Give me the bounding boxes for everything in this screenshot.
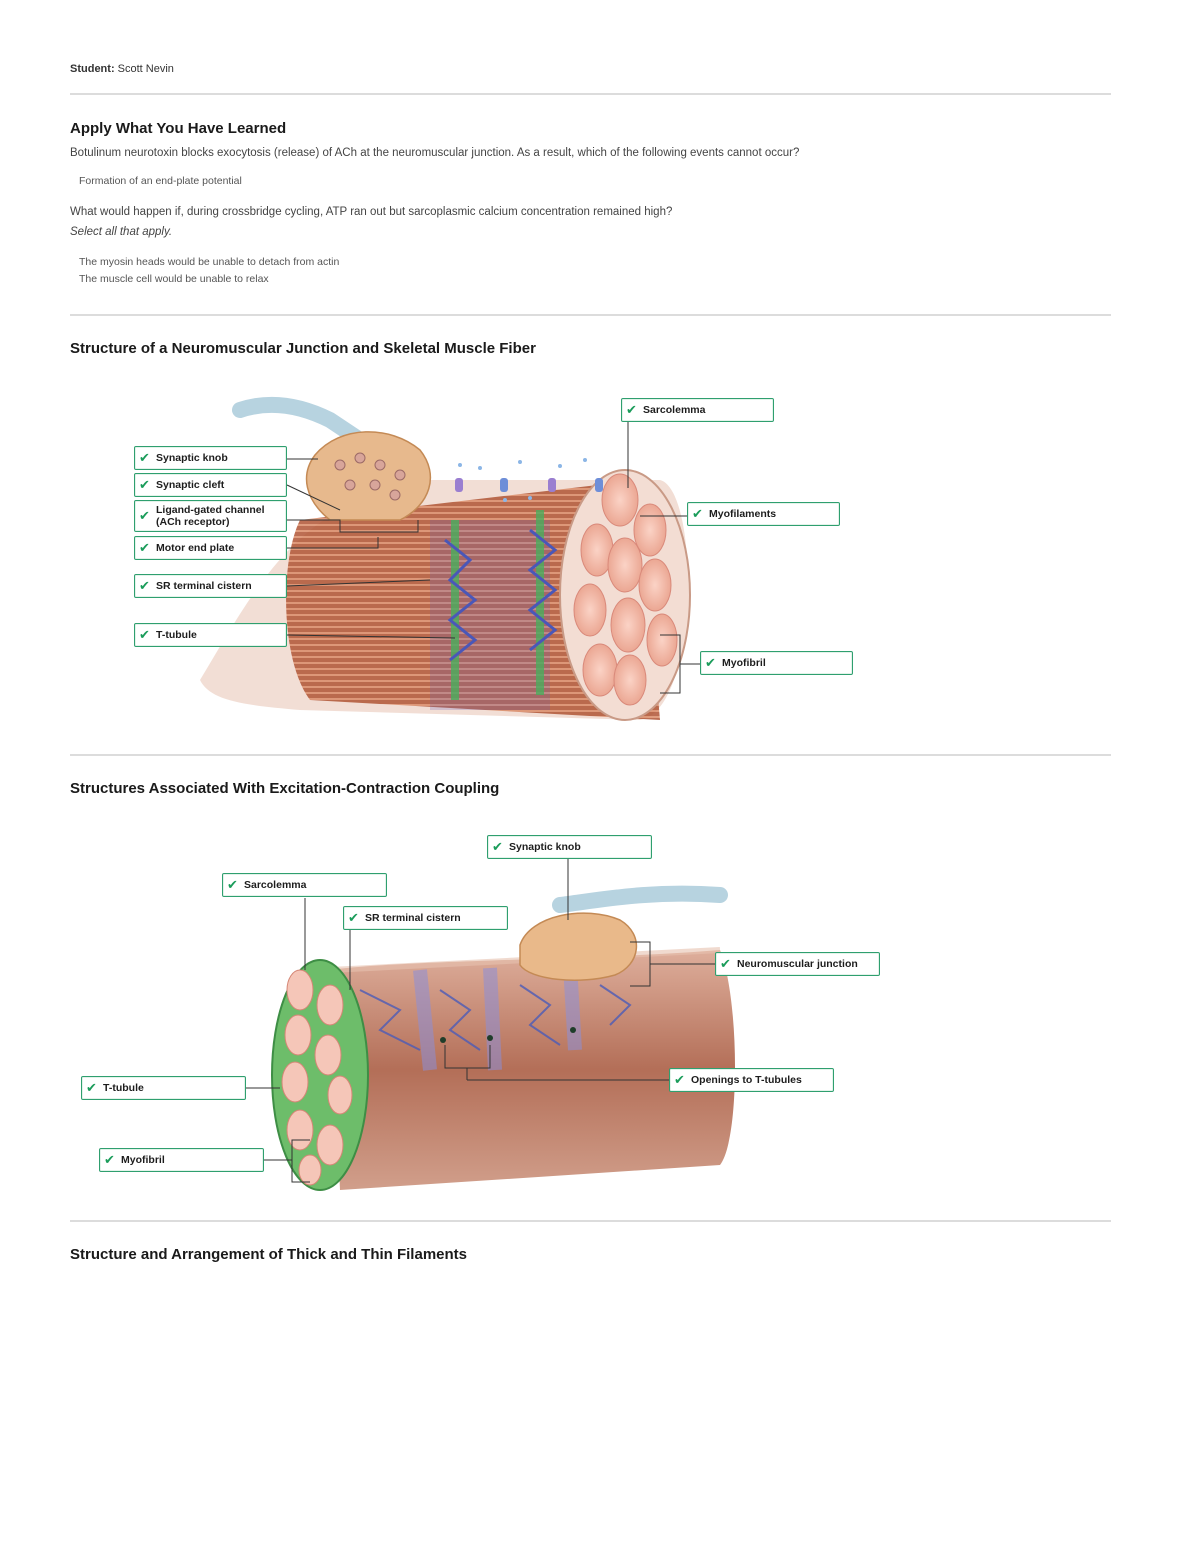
label-text: Synaptic knob (509, 841, 581, 853)
check-icon: ✔ (348, 910, 359, 925)
check-icon: ✔ (139, 450, 150, 465)
label-synaptic-knob-2[interactable]: ✔ Synaptic knob (487, 835, 652, 859)
muscle-fiber-illustration (200, 396, 700, 721)
divider (70, 314, 1111, 316)
label-myofibril-2[interactable]: ✔ Myofibril (99, 1148, 264, 1172)
section-title-nmj-structure: Structure of a Neuromuscular Junction an… (70, 340, 536, 357)
label-text: Neuromuscular junction (737, 958, 858, 970)
label-line-2: (ACh receptor) (156, 516, 230, 528)
label-motor-end-plate[interactable]: ✔ Motor end plate (134, 536, 287, 560)
label-text: Motor end plate (156, 542, 235, 554)
label-text: Sarcolemma (244, 879, 307, 891)
check-icon: ✔ (139, 627, 150, 642)
check-icon: ✔ (626, 402, 637, 417)
check-icon: ✔ (674, 1072, 685, 1087)
label-text: Sarcolemma (643, 404, 706, 416)
divider (70, 1220, 1111, 1222)
check-icon: ✔ (720, 956, 731, 971)
divider (70, 93, 1111, 95)
question-2-instruction: Select all that apply. (70, 226, 173, 238)
section-title-apply: Apply What You Have Learned (70, 120, 287, 137)
check-icon: ✔ (692, 506, 703, 521)
label-text: Myofilaments (709, 508, 777, 520)
label-text: SR terminal cistern (365, 912, 461, 924)
label-sarcolemma-2[interactable]: ✔ Sarcolemma (222, 873, 387, 897)
check-icon: ✔ (227, 877, 238, 892)
label-text: Synaptic knob (156, 452, 228, 464)
label-text: T-tubule (103, 1082, 144, 1094)
student-line: Student: Scott Nevin (70, 63, 174, 75)
label-sarcolemma[interactable]: ✔ Sarcolemma (621, 398, 774, 422)
label-text: Myofibril (722, 657, 766, 669)
section-title-filaments: Structure and Arrangement of Thick and T… (70, 1246, 467, 1263)
check-icon: ✔ (492, 839, 503, 854)
question-1: Botulinum neurotoxin blocks exocytosis (… (70, 147, 800, 159)
check-icon: ✔ (139, 508, 150, 523)
label-text: SR terminal cistern (156, 580, 252, 592)
question-2: What would happen if, during crossbridge… (70, 206, 673, 218)
label-synaptic-knob[interactable]: ✔ Synaptic knob (134, 446, 287, 470)
check-icon: ✔ (705, 655, 716, 670)
section-title-ec-coupling: Structures Associated With Excitation-Co… (70, 780, 500, 797)
ec-coupling-illustration (246, 859, 735, 1191)
check-icon: ✔ (86, 1080, 97, 1095)
check-icon: ✔ (139, 477, 150, 492)
question-1-answer: Formation of an end-plate potential (79, 175, 242, 187)
label-ligand-gated-channel[interactable]: ✔ Ligand-gated channel(ACh receptor) (134, 500, 287, 532)
label-sr-terminal-cistern-2[interactable]: ✔ SR terminal cistern (343, 906, 508, 930)
check-icon: ✔ (139, 578, 150, 593)
student-name: Scott Nevin (117, 63, 174, 75)
label-myofibril[interactable]: ✔ Myofibril (700, 651, 853, 675)
question-2-answer-1: The myosin heads would be unable to deta… (79, 256, 340, 268)
label-openings-to-t-tubules[interactable]: ✔ Openings to T-tubules (669, 1068, 834, 1092)
label-text: Synaptic cleft (156, 479, 225, 491)
label-line-1: Ligand-gated channel (156, 504, 265, 516)
label-text: Myofibril (121, 1154, 165, 1166)
label-myofilaments[interactable]: ✔ Myofilaments (687, 502, 840, 526)
check-icon: ✔ (139, 540, 150, 555)
divider (70, 754, 1111, 756)
label-synaptic-cleft[interactable]: ✔ Synaptic cleft (134, 473, 287, 497)
label-text: Ligand-gated channel(ACh receptor) (156, 504, 265, 528)
label-t-tubule-2[interactable]: ✔ T-tubule (81, 1076, 246, 1100)
label-neuromuscular-junction[interactable]: ✔ Neuromuscular junction (715, 952, 880, 976)
student-label: Student: (70, 63, 115, 75)
label-t-tubule[interactable]: ✔ T-tubule (134, 623, 287, 647)
label-text: T-tubule (156, 629, 197, 641)
question-2-answer-2: The muscle cell would be unable to relax (79, 273, 269, 285)
label-text: Openings to T-tubules (691, 1074, 802, 1086)
label-sr-terminal-cistern[interactable]: ✔ SR terminal cistern (134, 574, 287, 598)
check-icon: ✔ (104, 1152, 115, 1167)
